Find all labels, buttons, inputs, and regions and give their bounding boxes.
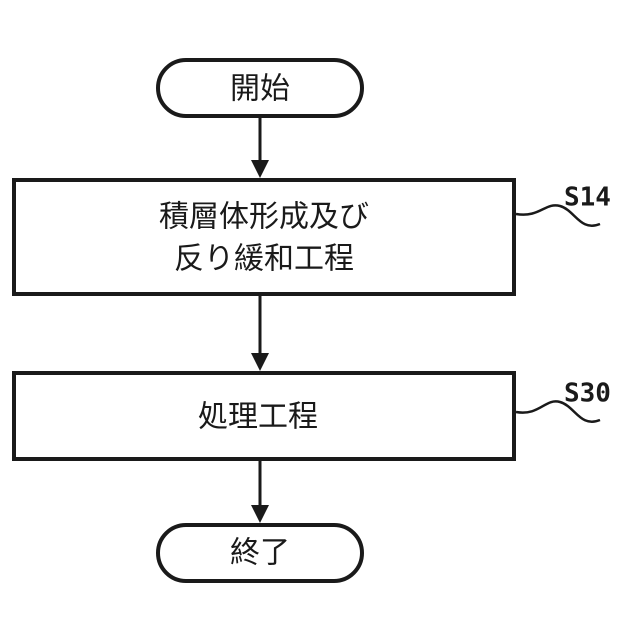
process-s14-label-line2: 反り緩和工程 [174,242,354,277]
process-step-s30: 処理工程 [14,373,514,459]
process-s14-label-line1: 積層体形成及び [159,200,369,235]
arrowhead-icon [251,353,269,371]
arrowhead-icon [251,505,269,523]
connector-start-to-step1 [251,116,269,178]
process-box-s14 [14,180,514,294]
process-step-s14: 積層体形成及び 反り緩和工程 [14,180,514,294]
start-label: 開始 [230,72,290,107]
connector-step1-to-step2 [251,294,269,371]
end-label: 終了 [230,536,290,571]
arrowhead-icon [251,160,269,178]
process-s30-label: 処理工程 [198,400,318,435]
step-ref-s14: S14 [564,183,611,213]
end-terminal: 終了 [158,525,362,581]
step-ref-s30: S30 [564,379,611,409]
start-terminal: 開始 [158,60,362,116]
connector-step2-to-end [251,459,269,523]
